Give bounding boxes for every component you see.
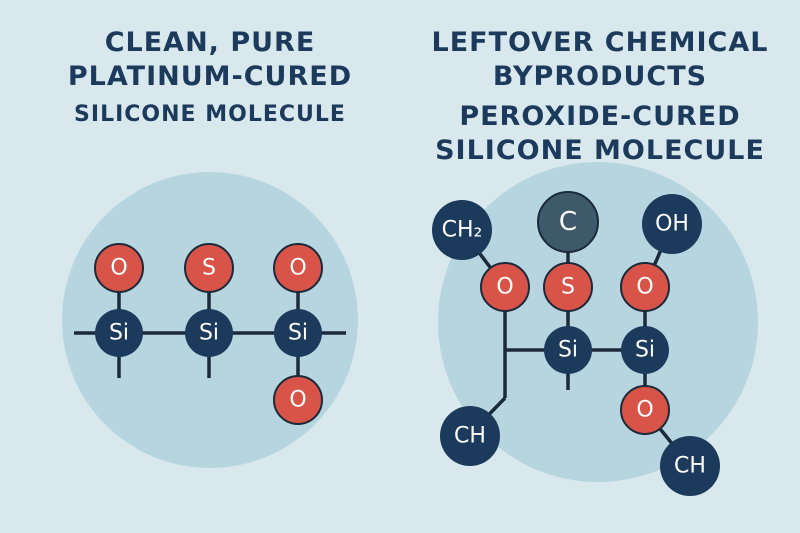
left-subtitle: SILICONE MOLECULE bbox=[74, 102, 346, 127]
right-atom-si1: Si bbox=[544, 326, 592, 374]
svg-text:O: O bbox=[289, 388, 306, 413]
left-atom-si1: Si bbox=[95, 309, 143, 357]
svg-text:C: C bbox=[559, 207, 577, 237]
right-atom-ch1: CH bbox=[440, 406, 500, 466]
svg-text:O: O bbox=[636, 275, 653, 300]
svg-text:O: O bbox=[289, 256, 306, 281]
svg-text:O: O bbox=[636, 398, 653, 423]
left-atom-o2: O bbox=[273, 243, 323, 293]
right-atom-o2: O bbox=[620, 262, 670, 312]
svg-text:Si: Si bbox=[635, 338, 655, 363]
svg-text:S: S bbox=[561, 275, 575, 300]
left-atom-si3: Si bbox=[274, 309, 322, 357]
svg-text:O: O bbox=[496, 275, 513, 300]
right-atom-o1: O bbox=[480, 262, 530, 312]
right-title-line1: LEFTOVER CHEMICAL bbox=[431, 27, 769, 58]
svg-text:Si: Si bbox=[558, 338, 578, 363]
left-title-line1: CLEAN, PURE bbox=[104, 27, 316, 58]
right-atom-s: S bbox=[543, 262, 593, 312]
svg-text:CH: CH bbox=[454, 424, 486, 449]
right-atom-c: C bbox=[537, 191, 599, 253]
left-atom-o3: O bbox=[273, 375, 323, 425]
right-atom-si2: Si bbox=[621, 326, 669, 374]
svg-text:CH₂: CH₂ bbox=[442, 218, 483, 243]
svg-text:Si: Si bbox=[199, 321, 219, 346]
svg-text:OH: OH bbox=[655, 212, 689, 237]
left-atom-si2: Si bbox=[185, 309, 233, 357]
right-title-line2: BYPRODUCTS bbox=[492, 61, 708, 92]
right-atom-ch3: CH bbox=[660, 436, 720, 496]
svg-text:S: S bbox=[202, 256, 216, 281]
right-title: LEFTOVER CHEMICAL BYPRODUCTS bbox=[400, 26, 800, 94]
right-atom-ch2: CH₂ bbox=[432, 200, 492, 260]
right-atom-oh: OH bbox=[642, 194, 702, 254]
svg-text:Si: Si bbox=[109, 321, 129, 346]
svg-text:Si: Si bbox=[288, 321, 308, 346]
svg-text:O: O bbox=[110, 256, 127, 281]
right-subtitle-line2: SILICONE MOLECULE bbox=[435, 135, 765, 166]
left-title-line2: PLATINUM-CURED bbox=[67, 61, 353, 92]
right-subtitle: PEROXIDE-CURED SILICONE MOLECULE bbox=[400, 100, 800, 168]
right-atom-o3: O bbox=[620, 385, 670, 435]
left-atom-o1: O bbox=[94, 243, 144, 293]
left-title: CLEAN, PURE PLATINUM-CURED bbox=[20, 26, 400, 94]
right-subtitle-line1: PEROXIDE-CURED bbox=[459, 101, 741, 132]
svg-text:CH: CH bbox=[674, 454, 706, 479]
left-atom-s1: S bbox=[184, 243, 234, 293]
